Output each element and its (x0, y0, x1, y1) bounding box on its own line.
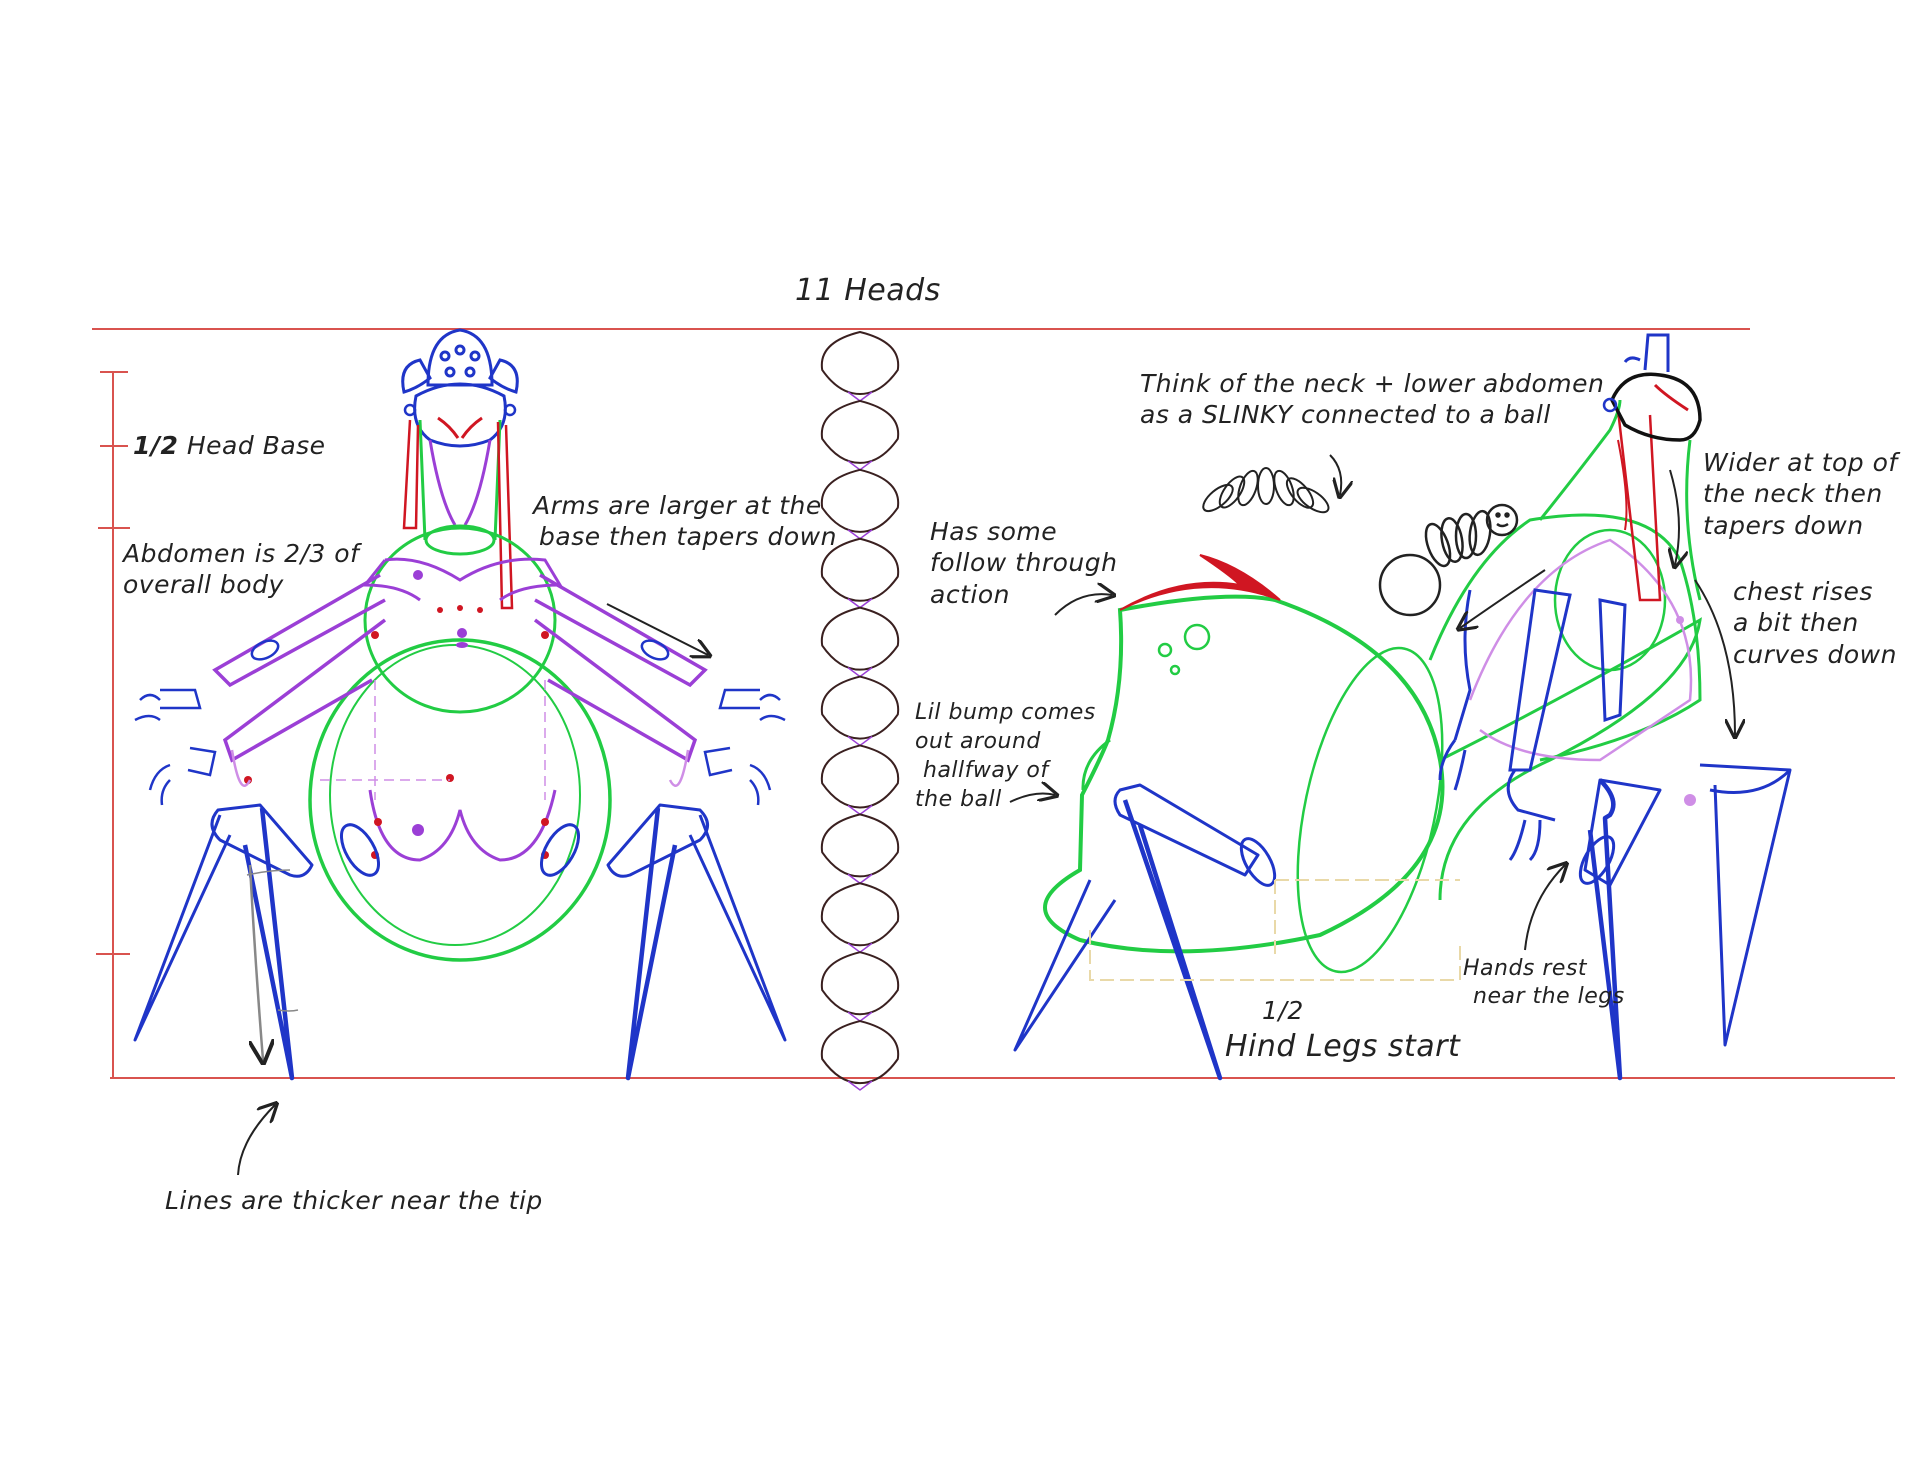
side-body-bubbles (1157, 623, 1211, 676)
guide-lines (92, 328, 1895, 1079)
head-unit-6 (820, 675, 900, 740)
slinky-label: Think of the neck + lower abdomen as a S… (1140, 369, 1605, 430)
lil-bump-arrow (1009, 794, 1055, 803)
side-neck-red (1616, 409, 1662, 602)
head-unit-9 (820, 882, 900, 947)
side-arms (1438, 588, 1627, 862)
front-lower-chest (368, 789, 557, 862)
chest-arrow (1694, 579, 1735, 735)
front-collar-ring (424, 524, 496, 556)
front-head (413, 382, 507, 448)
head-unit-11 (820, 1020, 900, 1085)
side-eye (1653, 383, 1689, 412)
front-neck-red (402, 419, 514, 610)
head-joint-11 (847, 1080, 873, 1091)
side-joint-dot-2 (1676, 616, 1684, 624)
slinky-icon (1202, 454, 1341, 514)
neck-wider-label: Wider at top of the neck then tapers dow… (1703, 448, 1898, 540)
arms-label: Arms are larger at the base then tapers … (533, 491, 837, 552)
follow-through-label: Has some follow through action (930, 517, 1118, 609)
hands-rest-label: Hands rest near the legs (1463, 956, 1625, 1009)
front-earrings (403, 403, 517, 417)
chest-label: chest rises a bit then curves down (1733, 577, 1897, 669)
side-joint-dot (1684, 794, 1696, 806)
half-head-base-fraction: 1/2 (133, 431, 179, 460)
front-lower-arms (148, 618, 772, 806)
front-construction-points (244, 605, 549, 859)
follow-through-arrow (1054, 594, 1112, 616)
front-chest-dot (412, 824, 424, 836)
head-unit-1 (820, 330, 900, 396)
side-head (1610, 372, 1702, 442)
slinky-ball-icon (1378, 503, 1519, 617)
hind-leg-guide (1089, 879, 1461, 981)
lil-bump-label: Lil bump comes out around hallfway of th… (915, 700, 1096, 813)
front-crown (401, 328, 519, 394)
front-chest (363, 526, 557, 714)
front-mark (456, 642, 468, 648)
abdomen-label: Abdomen is 2/3 of overall body (123, 539, 360, 600)
front-eyes (437, 416, 483, 439)
side-rear-bump (1081, 738, 1111, 791)
front-construction-box (320, 680, 546, 800)
half-head-base-label: 1/2 Head Base (133, 430, 326, 461)
side-body-inner-ellipse (1296, 646, 1444, 974)
head-unit-5 (820, 606, 900, 671)
half-head-base-text: Head Base (186, 431, 326, 460)
head-measure-column (820, 330, 900, 1091)
head-unit-10 (820, 951, 900, 1016)
side-abdomen-curve (1438, 617, 1702, 901)
sheet-title: 11 Heads (795, 273, 941, 308)
side-follow-through-tail (1119, 554, 1281, 611)
side-body-ball (1043, 594, 1445, 954)
side-legs (1013, 763, 1792, 1081)
head-unit-4 (820, 537, 900, 602)
side-view-figure (1013, 333, 1792, 1081)
side-neck-red-2 (1617, 439, 1628, 531)
head-unit-7 (820, 744, 900, 809)
front-legs (133, 803, 787, 1081)
front-neck-green (418, 419, 502, 541)
side-chest-ellipse (1553, 528, 1667, 672)
front-abdomen-inner (329, 644, 581, 946)
front-navel-dot-2 (413, 570, 423, 580)
hind-legs-fraction: 1/2 (1262, 996, 1304, 1025)
front-upper-arms (134, 573, 786, 722)
annotation-arrows (237, 469, 1735, 1176)
lines-thicker-arrow (237, 1105, 275, 1176)
head-unit-3 (820, 468, 900, 533)
front-view-figure (133, 328, 787, 1081)
head-unit-8 (820, 813, 900, 878)
side-earring (1602, 397, 1618, 413)
hind-legs-label: Hind Legs start (1225, 1029, 1461, 1064)
front-abdomen (308, 638, 612, 962)
front-navel-dot (457, 628, 467, 638)
side-torso-purple (1468, 538, 1693, 762)
front-neck-purple (428, 439, 492, 526)
lines-thicker-label: Lines are thicker near the tip (165, 1186, 543, 1215)
slinky-arrow (1460, 569, 1546, 628)
thickness-hint-arrow (248, 864, 263, 1060)
arrows-arm-arrow (606, 603, 708, 655)
side-crown (1623, 333, 1670, 372)
front-shoulders (361, 557, 563, 602)
head-unit-2 (820, 399, 900, 464)
neck-wider-arrow (1670, 469, 1679, 565)
side-lower-torso (1428, 513, 1702, 762)
hands-rest-arrow (1524, 865, 1565, 951)
